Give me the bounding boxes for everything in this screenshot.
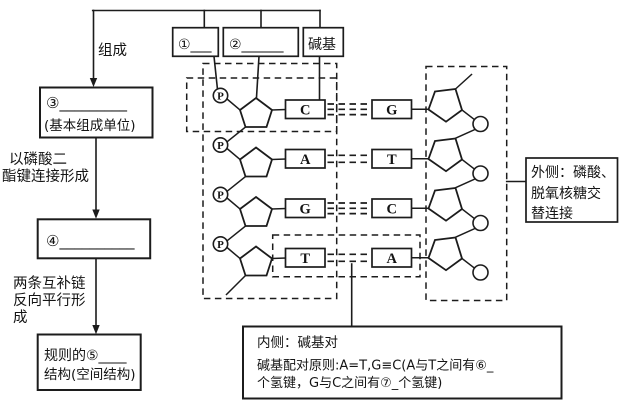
chain-continuation-tick	[225, 274, 247, 296]
outer-note-line1: 外侧：磷酸、	[531, 165, 615, 181]
outer-note-line2: 脱氧核糖交	[531, 185, 601, 202]
right-base-box	[371, 99, 413, 120]
box1-label: ①___	[178, 37, 213, 53]
right-base-box	[371, 148, 413, 169]
left-base-box	[284, 198, 326, 219]
deoxyribose-pentagon	[238, 245, 274, 277]
right-strand	[410, 73, 489, 281]
deoxyribose-pentagon	[238, 146, 274, 178]
phosphate-circle	[472, 214, 489, 232]
right-base-letter: G	[386, 102, 397, 118]
box5-double-helix	[36, 333, 142, 391]
top-component-boxes: ①___ ②______ 碱基	[171, 26, 345, 58]
box1-phosphate	[171, 26, 220, 58]
inner-note: 内侧：碱基对 碱基配对原则:A=T,G≡C(A与T之间有⑥_ 个氢键，G与C之间…	[242, 263, 563, 400]
base-box-label: 碱基	[308, 36, 336, 53]
deoxyribose-pentagon	[238, 195, 274, 227]
right-base-letter: C	[387, 201, 397, 217]
left-base-box	[284, 247, 326, 268]
right-base-box	[371, 247, 413, 268]
box3-line2: (基本组成单位)	[44, 117, 136, 134]
left-base-letter: C	[300, 102, 310, 118]
box3-line1: ③_________	[46, 94, 127, 113]
antiparallel-note-line2: 反向平行形	[13, 292, 86, 309]
box2-deoxyribose	[222, 26, 300, 58]
box3-basic-unit	[39, 86, 154, 139]
box2-label: ②______	[229, 37, 285, 53]
box5-line1: 规则的⑤____	[44, 348, 128, 364]
left-base-box	[284, 99, 326, 120]
phosphate-circle	[212, 236, 229, 253]
chain-continuation-tick	[454, 73, 473, 91]
base-pair-row-4: T A	[284, 247, 413, 268]
right-nucleotide-2	[410, 137, 489, 189]
phosphodiester-note-line1: 以磷酸二	[9, 151, 67, 168]
inner-note-line1: 内侧：碱基对	[257, 334, 338, 351]
left-base-letter: T	[300, 251, 310, 267]
inner-note-line2: 碱基配对原则:A=T,G≡C(A与T之间有⑥_	[257, 359, 494, 374]
deoxyribose-pentagon	[238, 96, 274, 128]
right-base-box	[371, 198, 413, 219]
antiparallel-arrowhead	[92, 325, 100, 335]
phosphate-circle	[212, 137, 229, 154]
base-pair-dashed-box	[271, 234, 421, 278]
right-nucleotide-4	[410, 236, 489, 281]
compose-label: 组成	[98, 42, 127, 59]
right-base-letter: T	[387, 152, 397, 168]
outer-note-box	[525, 157, 619, 223]
right-strand-dashed-box	[425, 65, 508, 302]
base-pairs: C G A T G C T A	[284, 99, 413, 268]
deoxyribose-pentagon	[427, 88, 464, 123]
outer-note-line3: 替连接	[531, 205, 573, 222]
left-base-letter: G	[300, 201, 311, 217]
left-strand-dashed-box	[202, 62, 338, 300]
outer-note: 外侧：磷酸、 脱氧核糖交 替连接	[505, 157, 619, 223]
right-nucleotide-3	[410, 187, 489, 238]
base-box	[302, 26, 345, 58]
deoxyribose-pentagon	[427, 187, 464, 222]
inner-note-box	[242, 325, 563, 400]
left-nucleotide-4: P	[212, 236, 287, 296]
left-base-box	[284, 148, 326, 169]
phosphodiester-arrowhead	[92, 209, 100, 219]
left-strand: P P P P	[212, 87, 287, 296]
box4-dna-chain	[36, 218, 152, 260]
box5-line2: 结构(空间结构)	[44, 367, 136, 383]
phosphate-letter: P	[217, 140, 224, 152]
base-pair-row-1: C G	[284, 99, 413, 120]
phosphate-letter: P	[217, 91, 224, 103]
box4-label: ④__________	[46, 232, 135, 251]
nucleotide-dashed-box	[185, 77, 338, 133]
base-pair-row-3: G C	[284, 198, 413, 219]
compose-arrowhead	[89, 78, 98, 87]
deoxyribose-pentagon	[427, 236, 464, 272]
left-nucleotide-2: P	[212, 137, 287, 193]
antiparallel-note-line3: 成	[13, 309, 28, 326]
phosphate-letter: P	[217, 190, 224, 202]
right-nucleotide-1	[410, 73, 489, 139]
left-flow-column: 组成 ③_________ (基本组成单位) 以磷酸二 酯键连接形成 ④____…	[2, 9, 154, 391]
inner-note-line3: 个氢键，G与C之间有⑦_个氢键)	[257, 376, 442, 391]
dashed-regions	[185, 62, 508, 302]
phosphate-circle	[212, 186, 229, 203]
deoxyribose-pentagon	[427, 137, 464, 173]
left-base-letter: A	[300, 152, 311, 168]
phosphate-letter: P	[217, 239, 224, 251]
base-pair-row-2: A T	[284, 148, 413, 169]
phosphate-circle	[472, 165, 489, 182]
phosphodiester-note-line2: 酯键连接形成	[2, 168, 89, 185]
phosphate-circle	[472, 115, 489, 133]
right-base-letter: A	[387, 251, 398, 267]
left-nucleotide-1: P	[212, 87, 287, 143]
antiparallel-note-line1: 两条互补链	[13, 275, 86, 292]
phosphate-circle	[212, 87, 229, 104]
phosphate-circle	[472, 264, 489, 281]
left-nucleotide-3: P	[212, 186, 287, 242]
